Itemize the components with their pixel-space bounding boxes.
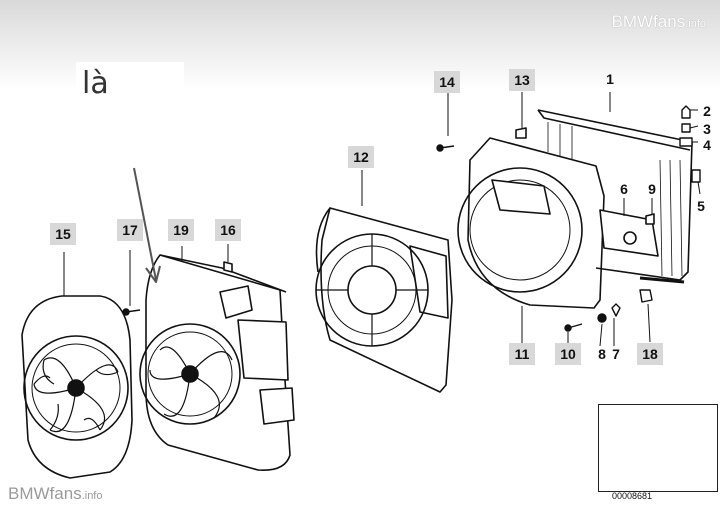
callout-15: 15 [50, 223, 76, 245]
callout-8: 8 [598, 346, 606, 362]
callout-7: 7 [612, 346, 620, 362]
annotation-arrow [133, 167, 161, 283]
brand-watermark-bottom: BMWfans.info [8, 484, 103, 503]
callout-12: 12 [348, 146, 374, 168]
leader-lines [63, 92, 701, 347]
fasteners [122, 105, 701, 332]
callout-3: 3 [703, 121, 711, 137]
callout-2: 2 [703, 103, 711, 119]
callout-17: 17 [117, 219, 143, 241]
inset-id-label: 00008681 [612, 491, 653, 501]
shroud-frame-11 [457, 127, 659, 309]
brand-watermark-top: BMWfans.info [611, 12, 706, 31]
fan-shroud-assembly-19 [139, 254, 295, 472]
callout-16: 16 [215, 219, 241, 241]
fan-assembly-15 [21, 295, 133, 479]
callout-13: 13 [509, 69, 535, 91]
condenser-1 [537, 109, 693, 284]
overlay-label-text: là [82, 66, 109, 101]
callout-1: 1 [606, 71, 614, 87]
shroud-12 [315, 207, 453, 393]
callout-19: 19 [168, 219, 194, 241]
callout-10: 10 [555, 343, 581, 365]
callout-14: 14 [434, 71, 460, 93]
callout-4: 4 [703, 137, 711, 153]
callout-18: 18 [637, 343, 663, 365]
callout-9: 9 [648, 181, 656, 197]
overlay-label-box: là [76, 62, 184, 112]
callout-5: 5 [697, 198, 705, 214]
callout-6: 6 [620, 181, 628, 197]
callout-11: 11 [509, 343, 535, 365]
inset-frame [598, 404, 718, 492]
